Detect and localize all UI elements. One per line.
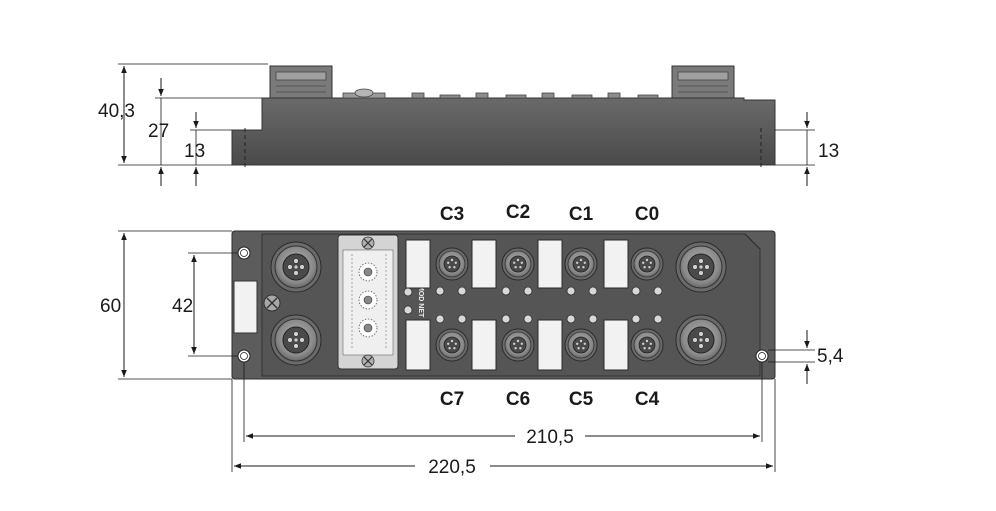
status-led-top-6 [631, 286, 641, 296]
side-housing [231, 97, 776, 166]
dim-hole-dia: 5,4 [817, 346, 844, 367]
channel-label-c3: C3 [440, 204, 464, 225]
net-led [403, 305, 413, 315]
dim-height-mid: 27 [148, 121, 169, 142]
status-led-top-5 [588, 286, 598, 296]
channel-label-c0: C0 [635, 204, 659, 225]
status-led-top-0 [435, 286, 445, 296]
side-connector-right [671, 65, 735, 99]
io-area [405, 239, 664, 371]
m8-connector-c0 [630, 247, 664, 281]
mounting-hole-top-left [237, 246, 251, 260]
channel-label-c6: C6 [506, 389, 530, 410]
status-led-bottom-4 [566, 314, 576, 324]
side-view: 40,3 27 13 13 [98, 63, 839, 186]
channel-labels-bottom: C7 C6 C5 C4 [440, 389, 660, 410]
rotary-dial-3-icon [358, 318, 378, 338]
ground-screw-icon [263, 294, 281, 312]
rotary-switch-panel [337, 234, 399, 370]
channel-labels-top: C3 C2 C1 C0 [440, 202, 659, 225]
panel-screw-top-icon [361, 236, 375, 250]
dim-length-total: 220,5 [428, 457, 476, 478]
dim-height-base-right: 13 [818, 141, 839, 162]
status-led-bottom-6 [631, 314, 641, 324]
status-led-top-4 [566, 286, 576, 296]
power-connector-in-bottom-left [270, 314, 322, 366]
dim-hole-spacing-h: 210,5 [526, 427, 574, 448]
m8-connector-c3 [435, 247, 469, 281]
label-slot-top-3 [603, 239, 629, 289]
m8-connector-c1 [564, 247, 598, 281]
channel-label-c1: C1 [569, 204, 594, 225]
label-slot-top-2 [537, 239, 563, 289]
m8-connector-c7 [435, 328, 469, 362]
label-slot-bottom-2 [537, 319, 563, 371]
power-connector-out-top-right [675, 241, 727, 293]
mod-led [403, 287, 413, 297]
status-led-top-7 [653, 286, 663, 296]
m8-connector-c4 [630, 328, 664, 362]
status-led-top-3 [523, 286, 533, 296]
status-led-bottom-0 [435, 314, 445, 324]
status-led-bottom-1 [457, 314, 467, 324]
channel-label-c4: C4 [635, 389, 660, 410]
dim-height-total: 40,3 [98, 101, 135, 122]
label-slot-top-1 [471, 239, 497, 289]
label-slot-top-0 [405, 239, 431, 289]
channel-label-c7: C7 [440, 389, 464, 410]
panel-screw-bottom-icon [361, 354, 375, 368]
side-connector-left [269, 65, 333, 99]
left-label-window [233, 280, 258, 334]
status-led-top-1 [457, 286, 467, 296]
label-slot-bottom-3 [603, 319, 629, 371]
mod-net-label: MOD NET [417, 285, 424, 318]
power-connectors [270, 241, 727, 366]
channel-label-c2: C2 [506, 202, 530, 223]
status-led-bottom-7 [653, 314, 663, 324]
status-led-bottom-2 [501, 314, 511, 324]
side-screw [342, 88, 386, 99]
channel-label-c5: C5 [569, 389, 594, 410]
dim-hole-spacing-v: 42 [172, 296, 193, 317]
status-led-top-2 [501, 286, 511, 296]
power-connector-in-top-left [270, 241, 322, 293]
status-leds: MOD NET [403, 285, 424, 318]
side-port-stubs [411, 92, 659, 99]
rotary-dial-2-icon [358, 290, 378, 310]
label-slot-bottom-1 [471, 319, 497, 371]
top-view: MOD NET C3 C2 C1 C0 C7 C6 C5 C4 [100, 202, 844, 478]
status-led-bottom-3 [523, 314, 533, 324]
m8-connector-c6 [501, 328, 535, 362]
power-connector-out-bottom-right [675, 314, 727, 366]
label-slot-bottom-0 [405, 319, 431, 371]
mounting-hole-bottom-right [755, 349, 769, 363]
dim-height-base-left: 13 [184, 141, 205, 162]
mounting-hole-bottom-left [237, 349, 251, 363]
m8-connector-c5 [564, 328, 598, 362]
m8-connector-c2 [501, 247, 535, 281]
dim-height: 60 [100, 296, 121, 317]
rotary-dial-1-icon [358, 262, 378, 282]
status-led-bottom-5 [588, 314, 598, 324]
